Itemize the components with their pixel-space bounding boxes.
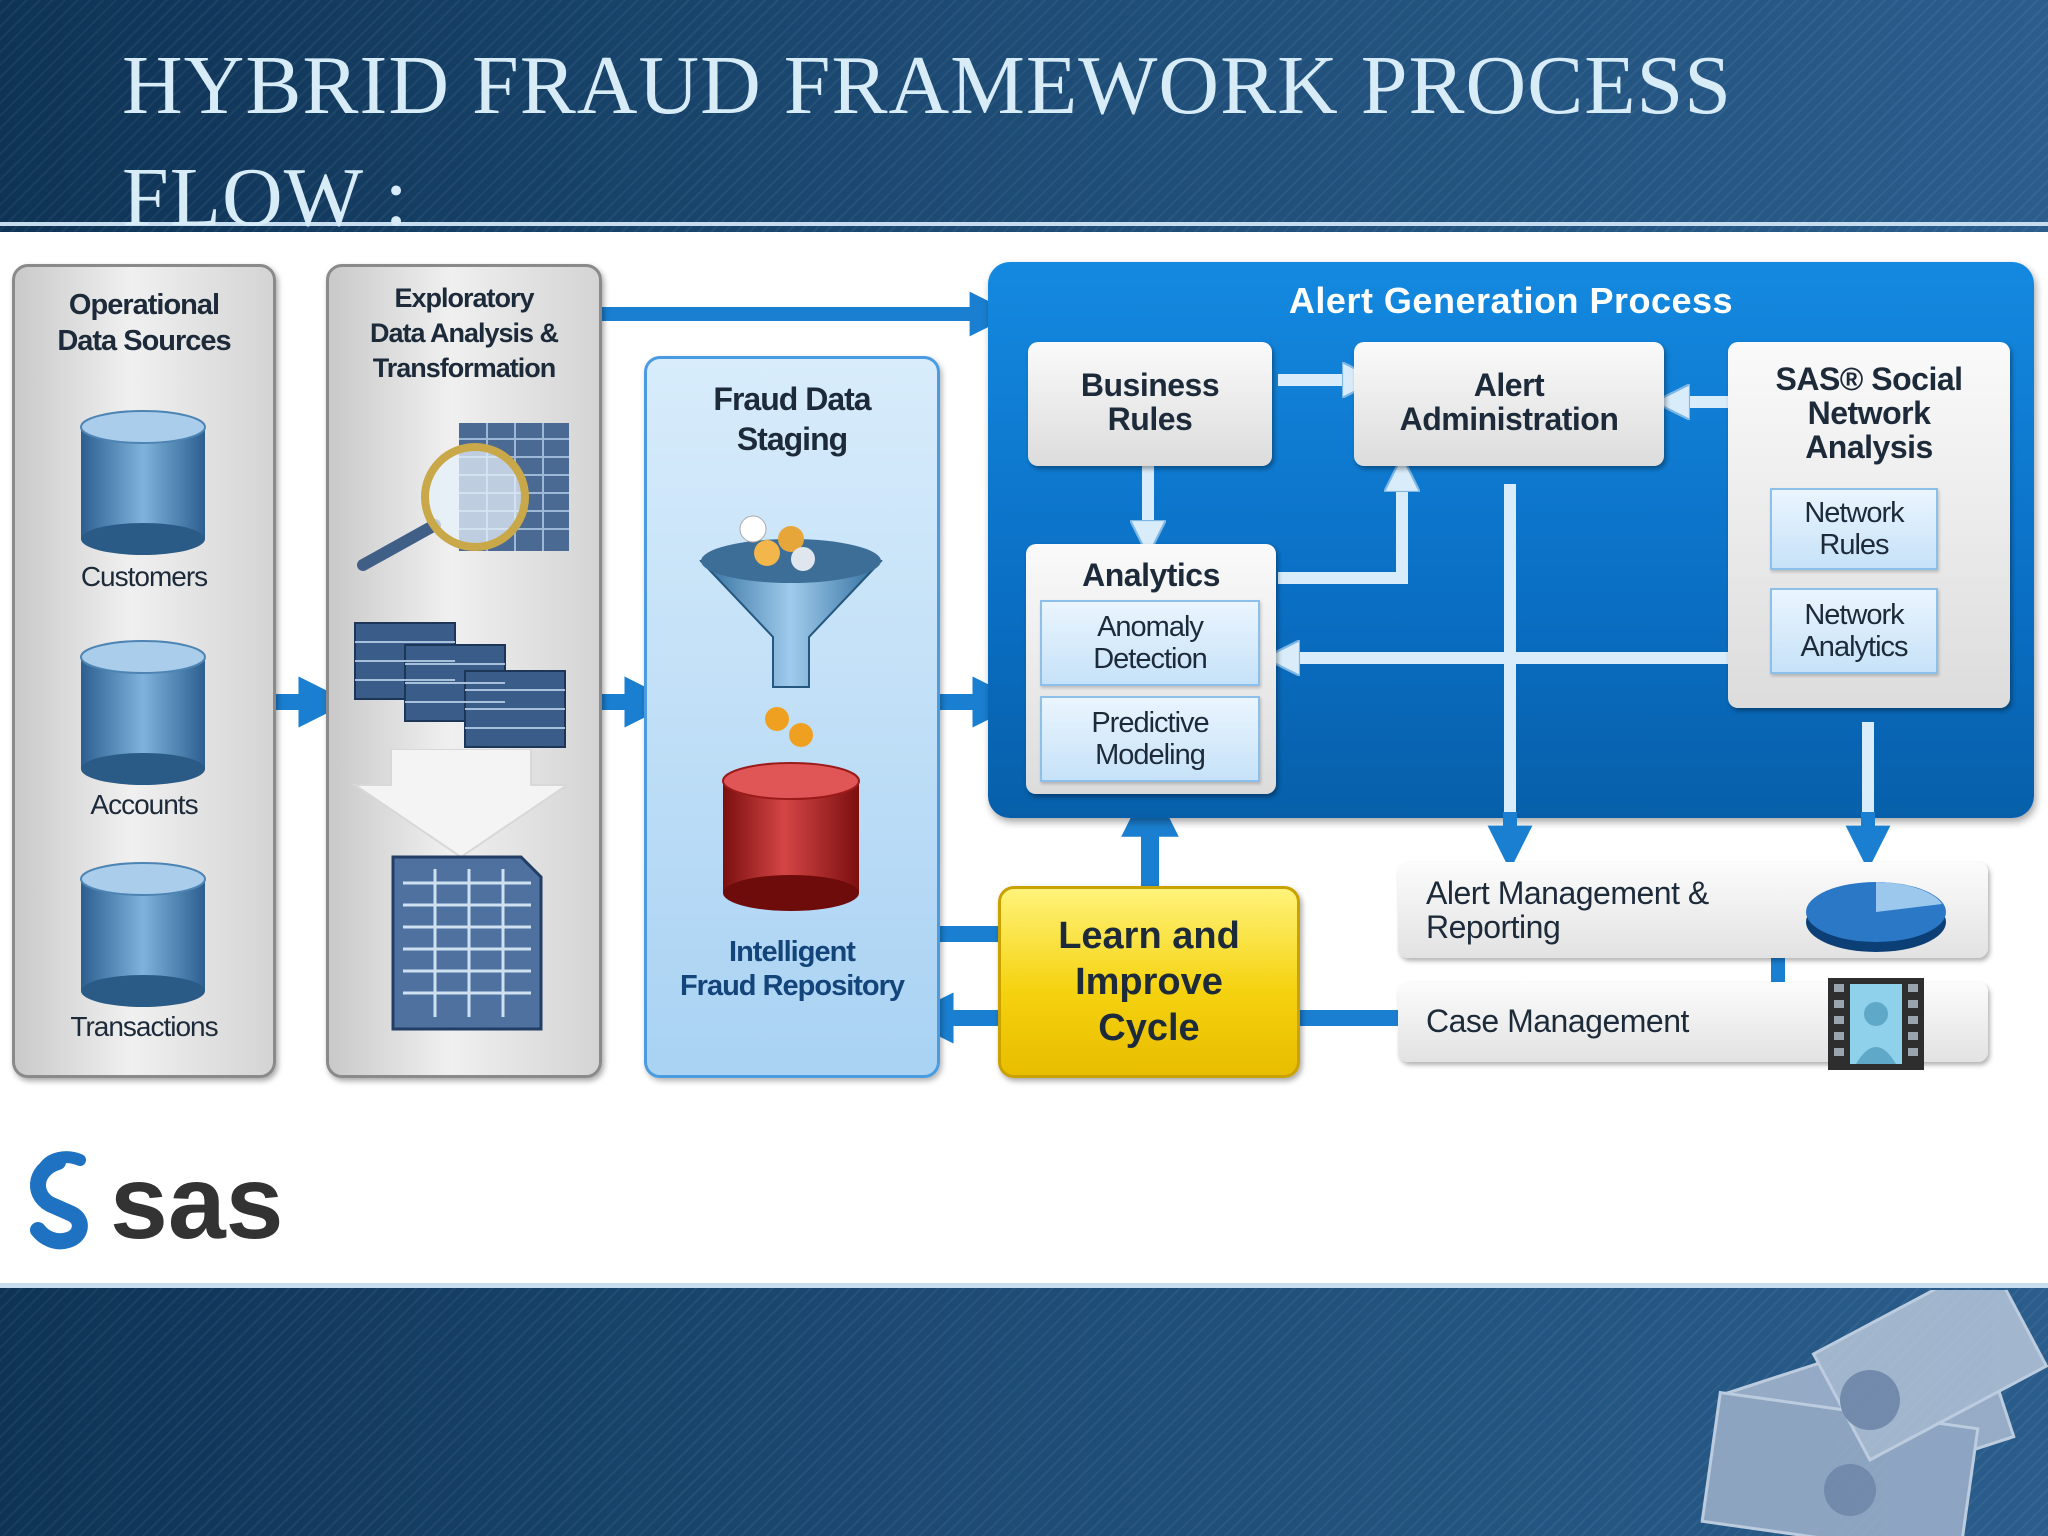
staging-heading-line2: Staging (736, 421, 848, 457)
sas-logo: sas (30, 1145, 284, 1261)
exploratory-heading: Exploratory Data Analysis & Transformati… (329, 281, 599, 386)
anomaly-line2: Detection (1093, 643, 1208, 675)
operational-heading-line1: Operational (68, 289, 220, 321)
predictive-line1: Predictive (1091, 707, 1209, 739)
footer-rule (0, 1283, 2048, 1288)
learn-line3: Cycle (1098, 1007, 1200, 1049)
business-rules-label: Business Rules (1028, 368, 1272, 436)
alert-administration-label: Alert Administration (1354, 368, 1664, 436)
case-file-icon (1828, 978, 1924, 1070)
data-tables-icon (354, 622, 566, 748)
business-rules-box: Business Rules (1028, 342, 1272, 466)
network-rules-line1: Network (1804, 497, 1904, 529)
repository-line2: Fraud Repository (679, 970, 905, 1002)
analytics-label: Analytics (1082, 557, 1220, 593)
banknotes-image (1700, 1290, 2048, 1536)
funnel-icon (699, 515, 883, 747)
slide-title-line2: FLOW : (122, 151, 409, 244)
slide-title-line1: HYBRID FRAUD FRAMEWORK PROCESS (122, 39, 1732, 132)
exploratory-heading-line2: Data Analysis & (369, 318, 559, 348)
case-management-box: Case Management (1398, 978, 1988, 1070)
operational-heading-line2: Data Sources (57, 325, 231, 357)
network-rules-line2: Rules (1819, 529, 1889, 561)
social-line1: SAS® Social (1775, 361, 1963, 397)
alert-generation-heading: Alert Generation Process (1288, 280, 1734, 321)
pie-chart-icon (1806, 882, 1946, 952)
fraud-process-diagram: Operational Data Sources Customers Accou… (0, 252, 2048, 1092)
alert-management-line1: Alert Management & (1426, 875, 1709, 911)
source-transactions: Transactions (70, 1011, 218, 1042)
sas-logo-text: sas (110, 1145, 284, 1261)
accounts-database-icon (80, 640, 206, 785)
staging-heading-line1: Fraud Data (713, 381, 871, 417)
header-band (0, 0, 2048, 232)
alert-management-label: Alert Management & Reporting (1426, 876, 1709, 944)
business-rules-line2: Rules (1107, 401, 1193, 437)
result-document-icon (391, 855, 543, 1031)
transactions-database-icon (80, 862, 206, 1007)
learn-line2: Improve (1075, 961, 1223, 1003)
alert-admin-line1: Alert (1473, 367, 1545, 403)
business-rules-line1: Business (1080, 367, 1220, 403)
network-analytics-line2: Analytics (1800, 631, 1908, 663)
repository-line1: Intelligent (729, 936, 856, 968)
down-arrow-icon (351, 749, 571, 859)
exploratory-heading-line1: Exploratory (394, 283, 534, 313)
operational-heading: Operational Data Sources (15, 287, 273, 359)
alert-administration-box: Alert Administration (1354, 342, 1664, 466)
alert-generation-process-panel: Alert Generation Process (988, 262, 2034, 818)
fraud-data-staging-panel: Fraud Data Staging Intelligent Fraud Rep… (644, 356, 940, 1078)
exploratory-analysis-panel: Exploratory Data Analysis & Transformati… (326, 264, 602, 1078)
case-management-label: Case Management (1426, 1003, 1689, 1039)
customers-database-icon (80, 410, 206, 555)
network-analytics-line1: Network (1804, 599, 1904, 631)
learn-line1: Learn and (1058, 915, 1240, 957)
operational-data-sources-panel: Operational Data Sources Customers Accou… (12, 264, 276, 1078)
repository-database-icon (722, 762, 860, 911)
social-line3: Analysis (1805, 429, 1933, 465)
alert-management-reporting-box: Alert Management & Reporting (1398, 862, 1988, 958)
source-accounts: Accounts (90, 789, 198, 820)
source-customers: Customers (80, 561, 208, 592)
staging-heading: Fraud Data Staging (647, 379, 937, 459)
alert-admin-line2: Administration (1399, 401, 1619, 437)
alert-management-line2: Reporting (1426, 909, 1561, 945)
connector-arrows (272, 291, 1400, 1044)
exploratory-heading-line3: Transformation (372, 353, 557, 383)
magnifier-spreadsheet-icon (357, 423, 569, 571)
arrow-analytics-to-admin (1278, 474, 1402, 584)
anomaly-line1: Anomaly (1097, 611, 1204, 643)
social-line2: Network (1807, 395, 1931, 431)
slide-title: HYBRID FRAUD FRAMEWORK PROCESS FLOW : (122, 30, 1982, 254)
intelligent-fraud-repository-label: Intelligent Fraud Repository (647, 935, 937, 1003)
social-network-label: SAS® Social Network Analysis (1728, 362, 2010, 464)
predictive-line2: Modeling (1095, 739, 1206, 771)
header-rule (0, 222, 2048, 226)
